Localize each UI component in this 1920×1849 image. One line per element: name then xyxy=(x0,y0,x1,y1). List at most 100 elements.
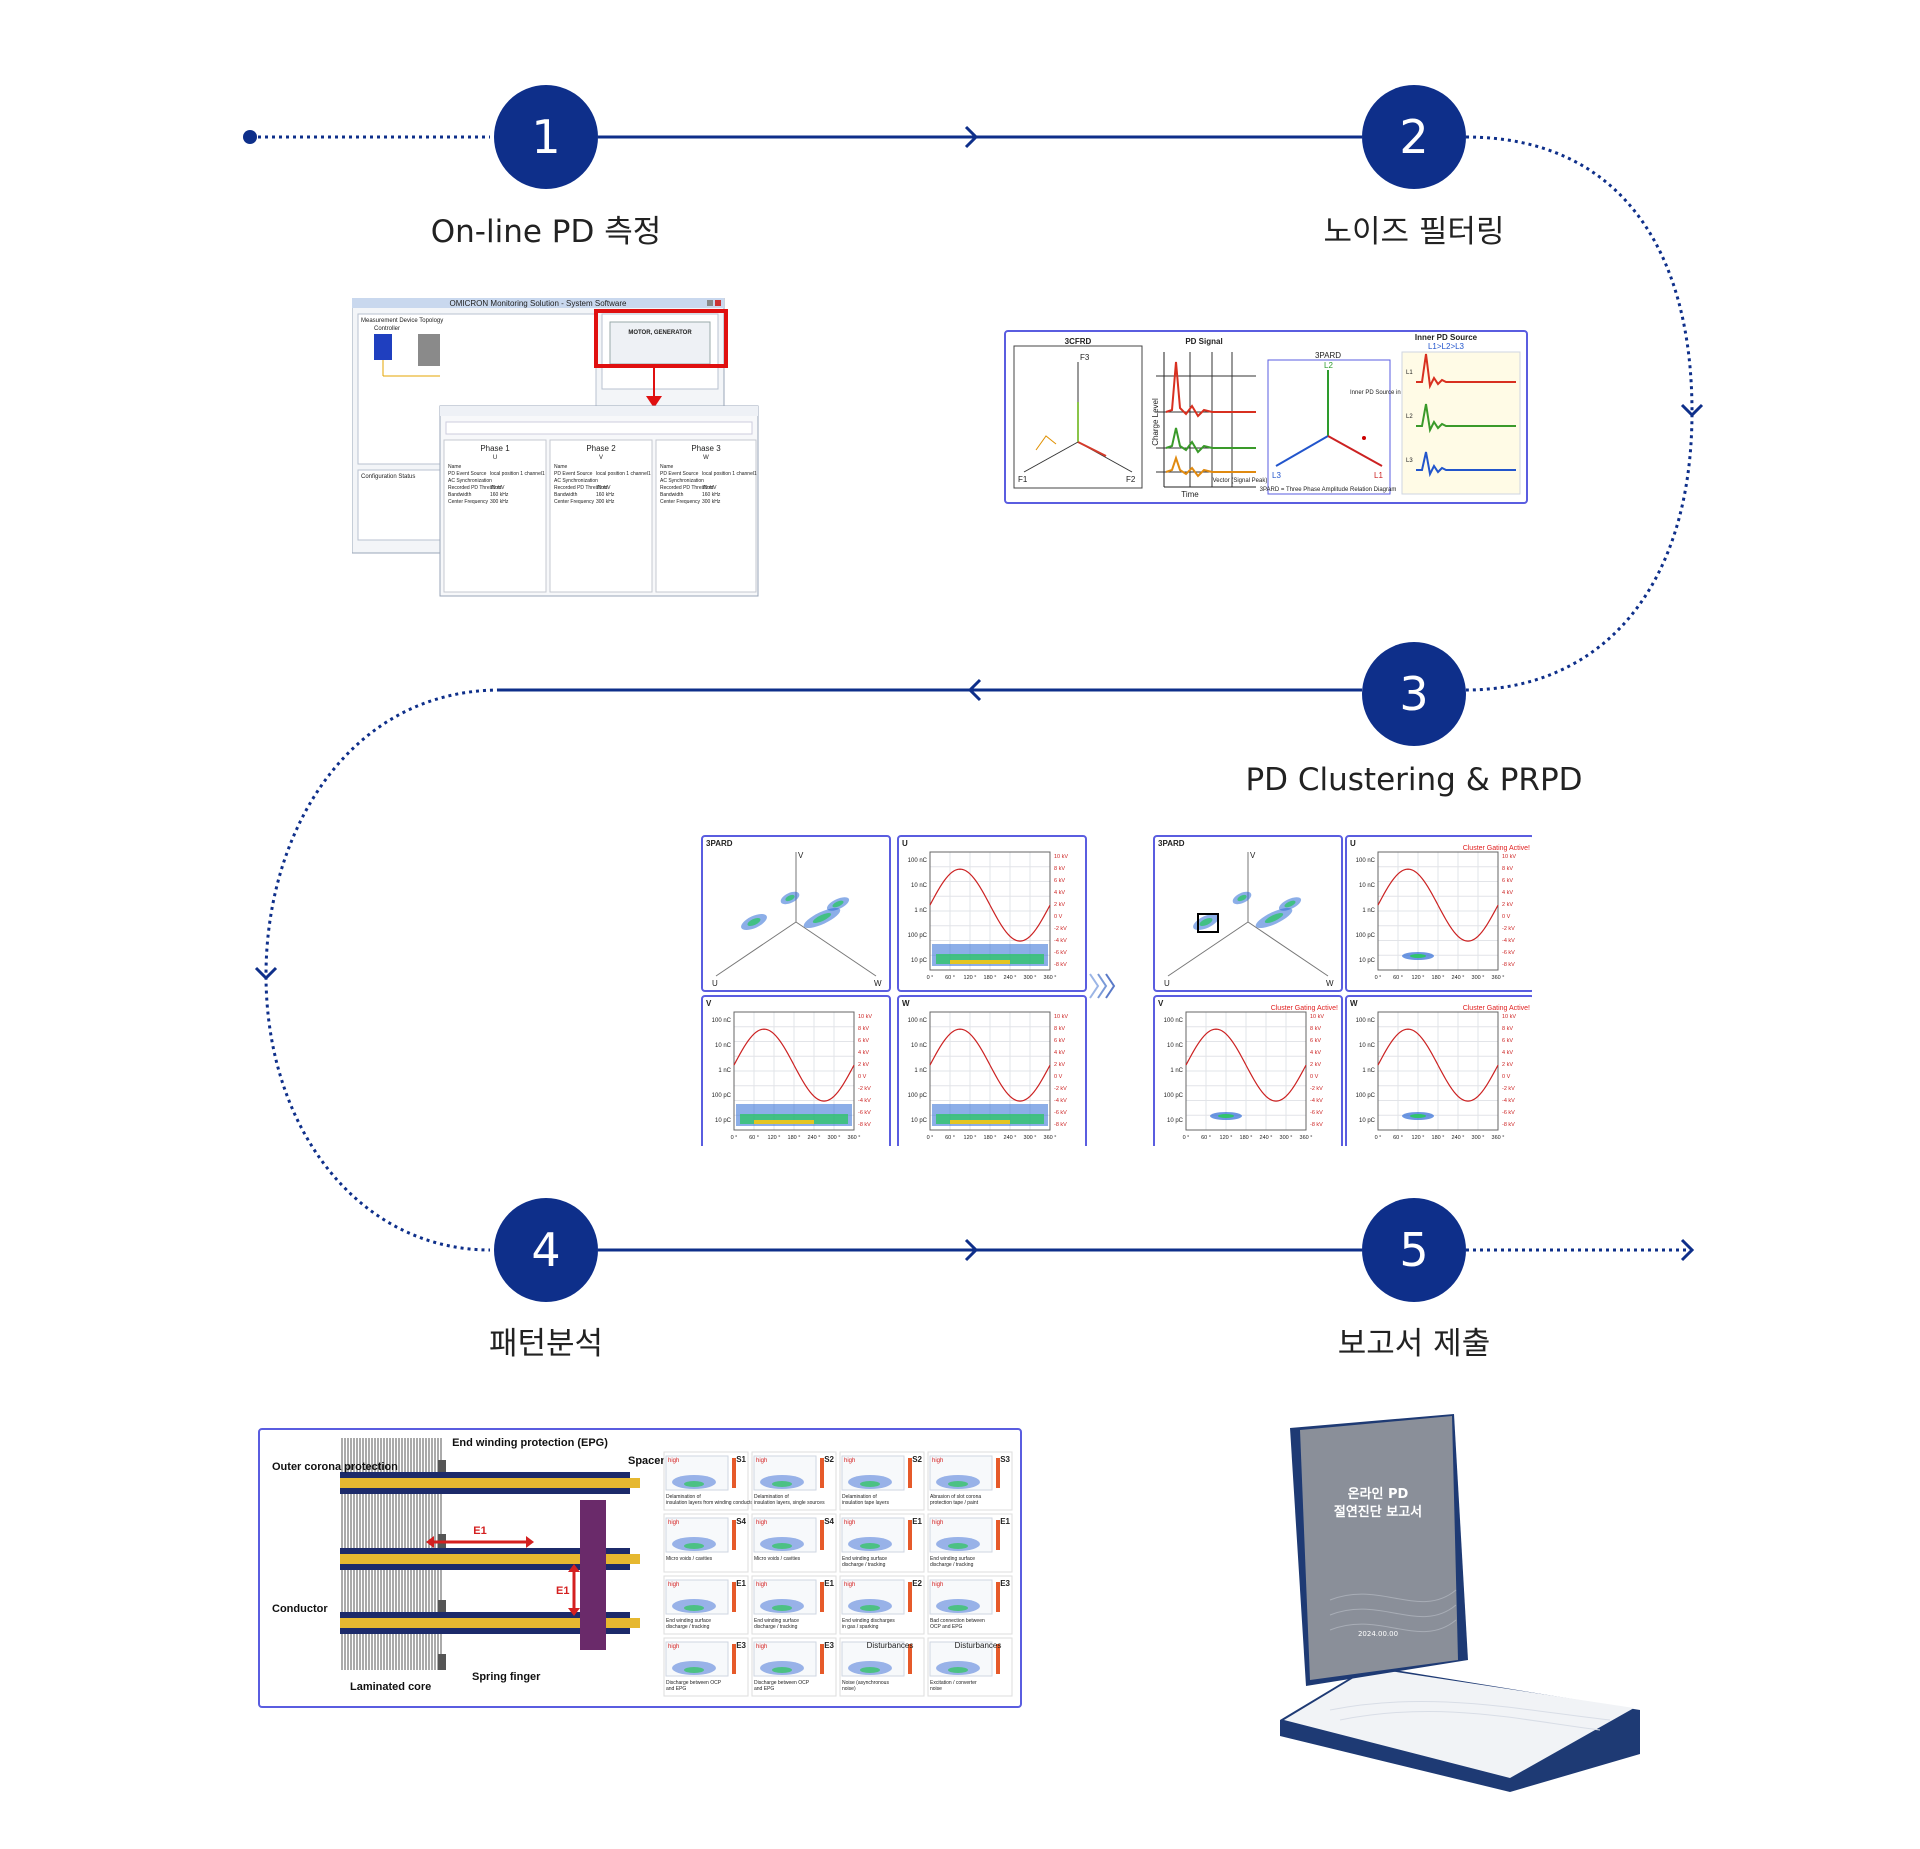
prpd-kv-tick: -2 kV xyxy=(858,1086,871,1092)
3cfrd-axis-f2: F2 xyxy=(1126,475,1136,484)
pattern-caption: End winding surface xyxy=(754,1618,799,1624)
prpd-kv-tick: 10 kV xyxy=(858,1014,872,1020)
phase-field-label: PD Event Source xyxy=(448,471,487,477)
prpd-kv-tick: 6 kV xyxy=(1054,878,1065,884)
prpd-x-tick: 300 ° xyxy=(1024,975,1037,981)
pard-axis-w: W xyxy=(874,979,882,988)
phase-2-title: Phase 2 xyxy=(586,444,616,453)
prpd-kv-tick: 10 kV xyxy=(1054,854,1068,860)
pattern-code: E1 xyxy=(736,1579,746,1588)
chevrons-right-icon xyxy=(1089,973,1116,999)
prpd-kv-tick: 2 kV xyxy=(1054,902,1065,908)
prpd-kv-tick: 8 kV xyxy=(1502,866,1513,872)
pattern-level: high xyxy=(668,1582,679,1588)
prpd-kv-tick: 6 kV xyxy=(858,1038,869,1044)
pattern-caption: Micro voids / cavities xyxy=(754,1556,801,1562)
prpd-title: V xyxy=(706,999,712,1008)
prpd-x-tick: 360 ° xyxy=(1492,1135,1505,1141)
prpd-y-tick: 100 pC xyxy=(908,1093,928,1099)
pattern-caption: discharge / tracking xyxy=(666,1624,710,1630)
prpd-kv-tick: -4 kV xyxy=(1502,1098,1515,1104)
prpd-x-tick: 300 ° xyxy=(1280,1135,1293,1141)
phase-field-label: Recorded PD Threshold xyxy=(554,485,608,491)
window-title: OMICRON Monitoring Solution - System Sof… xyxy=(450,299,627,308)
phase-field-label: Center Frequency xyxy=(554,499,595,505)
pattern-caption: Delamination of xyxy=(666,1494,701,1500)
pattern-caption: End winding surface xyxy=(842,1556,887,1562)
prpd-y-tick: 100 pC xyxy=(1164,1093,1184,1099)
cluster-gating-text: Cluster Gating Active! xyxy=(1463,845,1530,852)
pattern-code: E1 xyxy=(912,1517,922,1526)
prpd-title: W xyxy=(1350,999,1358,1008)
pard-title: 3PARD xyxy=(706,839,733,848)
prpd-kv-tick: 4 kV xyxy=(1502,890,1513,896)
prpd-x-tick: 120 ° xyxy=(1220,1135,1233,1141)
phase-field-value: 160 kHz xyxy=(596,492,615,498)
pd-signal-title: PD Signal xyxy=(1185,337,1222,346)
phase-field-label: Bandwidth xyxy=(554,492,578,498)
stator-cross-section xyxy=(340,1436,640,1694)
pattern-level: high xyxy=(844,1520,855,1526)
prpd-x-tick: 120 ° xyxy=(964,1135,977,1141)
pattern-code: S2 xyxy=(824,1455,834,1464)
prpd-y-tick: 100 pC xyxy=(908,933,928,939)
prpd-kv-tick: -2 kV xyxy=(1054,1086,1067,1092)
pard-axis-u: U xyxy=(1164,979,1170,988)
prpd-x-tick: 60 ° xyxy=(1393,1135,1403,1141)
prpd-y-tick: 1 nC xyxy=(914,1068,927,1074)
prpd-kv-tick: 4 kV xyxy=(1310,1050,1321,1056)
flow-curve-left xyxy=(264,688,501,1252)
pattern-level: high xyxy=(668,1458,679,1464)
pattern-caption: Noise (asynchronous xyxy=(842,1680,889,1686)
prpd-y-tick: 10 nC xyxy=(911,1043,928,1049)
inner-source-chart xyxy=(1401,351,1521,495)
pd-signal-xlabel: Time xyxy=(1181,490,1199,499)
phase-field-label: AC Synchronization xyxy=(660,478,704,484)
prpd-kv-tick: 2 kV xyxy=(1054,1062,1065,1068)
prpd-y-tick: 10 pC xyxy=(911,1118,928,1124)
step-2-label: 노이즈 필터링 xyxy=(1323,214,1505,250)
phase-field-value: 70 mV xyxy=(702,485,717,491)
e1-vertical-label: E1 xyxy=(556,1585,569,1597)
inner-source-l1: L1 xyxy=(1406,370,1413,376)
3pard-axis-l3: L3 xyxy=(1272,471,1281,480)
pattern-level: high xyxy=(844,1458,855,1464)
prpd-kv-tick: -8 kV xyxy=(1054,1122,1067,1128)
phase-field-label: AC Synchronization xyxy=(554,478,598,484)
prpd-y-tick: 10 pC xyxy=(1167,1118,1184,1124)
prpd-kv-tick: 2 kV xyxy=(1502,902,1513,908)
pattern-code: E1 xyxy=(824,1579,834,1588)
pattern-level: high xyxy=(756,1458,767,1464)
prpd-x-tick: 300 ° xyxy=(1472,975,1485,981)
pattern-caption: Discharge between OCP xyxy=(754,1680,810,1686)
prpd-kv-tick: 6 kV xyxy=(1054,1038,1065,1044)
phase-field-label: Recorded PD Threshold xyxy=(660,485,714,491)
controller-device-icon xyxy=(374,334,392,360)
prpd-x-tick: 240 ° xyxy=(1004,975,1017,981)
phase-field-value: 300 kHz xyxy=(702,499,721,505)
cluster-selection-box xyxy=(1197,913,1219,933)
pattern-caption: and EPG xyxy=(666,1686,686,1692)
prpd-x-tick: 360 ° xyxy=(1300,1135,1313,1141)
pard-axis-v: V xyxy=(798,851,804,860)
pattern-level: high xyxy=(756,1644,767,1650)
prpd-y-tick: 10 nC xyxy=(911,883,928,889)
prpd-kv-tick: -2 kV xyxy=(1502,1086,1515,1092)
prpd-kv-tick: -4 kV xyxy=(1310,1098,1323,1104)
prpd-x-tick: 60 ° xyxy=(1393,975,1403,981)
phase-3-title: Phase 3 xyxy=(691,444,721,453)
prpd-x-tick: 180 ° xyxy=(1432,975,1445,981)
arrow-right-icon xyxy=(1680,1238,1695,1262)
step-5-report-book: 온라인 PD 절연진단 보고서 2024.00.00 xyxy=(1270,1410,1640,1800)
prpd-kv-tick: -6 kV xyxy=(1054,950,1067,956)
pattern-caption: Micro voids / cavities xyxy=(666,1556,713,1562)
pattern-caption: noise xyxy=(930,1686,942,1692)
